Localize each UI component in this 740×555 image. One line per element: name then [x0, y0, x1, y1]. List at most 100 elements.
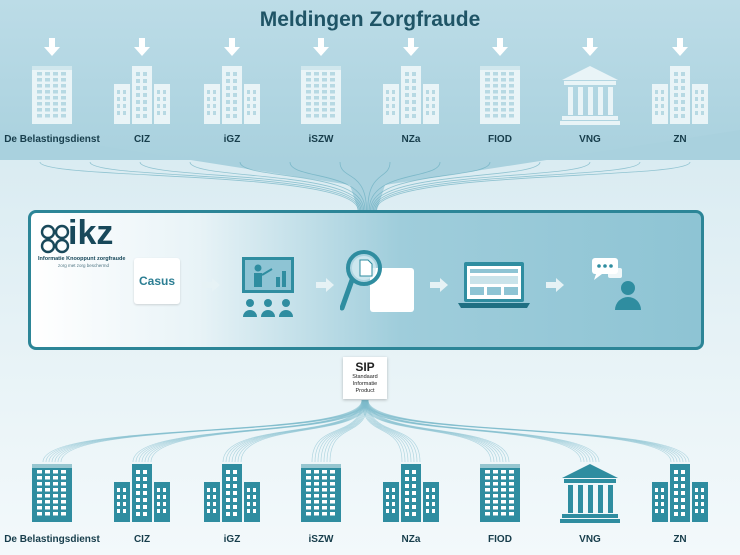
office-complex-icon [112, 462, 172, 529]
funnel-shape [0, 130, 740, 210]
funnel-line [289, 161, 366, 211]
source-org-ciz: CIZ [92, 36, 192, 151]
distribution-line [362, 399, 675, 463]
funnel-line [374, 161, 641, 211]
presentation-icon [242, 257, 294, 317]
down-arrow-icon [582, 38, 598, 56]
down-arrow-icon [44, 38, 60, 56]
sip-document: SIP Standaard Informatie Product [343, 357, 387, 399]
distribution-line [361, 399, 403, 463]
laptop-icon [458, 262, 530, 308]
office-building-icon [291, 462, 351, 529]
step-arrow-icon [430, 278, 448, 292]
office-complex-icon [650, 462, 710, 529]
distribution-line [363, 399, 588, 463]
source-org-fiod: FIOD [450, 36, 550, 151]
source-org-igz: iGZ [182, 36, 282, 151]
recipient-org-ciz: CIZ [92, 462, 192, 552]
recipient-org-label: NZa [401, 534, 421, 545]
office-building-icon [291, 64, 351, 131]
source-org-label: VNG [579, 134, 601, 145]
recipient-org-vng: VNG [540, 462, 640, 552]
magnifier-document-icon [340, 250, 414, 312]
recipient-org-label: ZN [673, 534, 687, 545]
funnel-line [239, 161, 364, 211]
recipient-org-label: CIZ [133, 534, 151, 545]
funnel-line [367, 161, 391, 211]
logo-mark: ikz [68, 214, 114, 252]
source-org-vng: VNG [540, 36, 640, 151]
source-org-label: NZa [401, 134, 421, 145]
funnel-line [89, 161, 360, 211]
office-building-icon [22, 462, 82, 529]
distribution-line [361, 399, 672, 463]
recipient-org-zn: ZN [630, 462, 730, 552]
distribution-line [311, 399, 363, 463]
distribution-line [362, 399, 406, 463]
down-arrow-icon [672, 38, 688, 56]
office-complex-icon [202, 462, 262, 529]
distribution-line [363, 399, 678, 463]
recipient-org-label: FIOD [488, 534, 512, 545]
recipient-org-label: iSZW [308, 534, 334, 545]
down-arrow-icon [403, 38, 419, 56]
distribution-line [361, 399, 582, 463]
source-org-label: iGZ [223, 134, 241, 145]
distribution-line [362, 399, 495, 463]
office-complex-icon [112, 64, 172, 131]
clover-logo-icon [40, 224, 70, 254]
sip-title: SIP [355, 360, 375, 374]
distribution-line [314, 399, 364, 463]
distribution-line [361, 399, 492, 463]
chat-user-icon [592, 258, 641, 310]
source-org-label: De Belastingsdienst [4, 134, 100, 145]
page-title: Meldingen Zorgfraude [259, 8, 481, 31]
sip-description: Standaard Informatie Product [352, 374, 378, 394]
down-arrow-icon [224, 38, 240, 56]
source-org-label: iSZW [308, 134, 334, 145]
office-complex-icon [650, 64, 710, 131]
step-arrow-icon [202, 278, 220, 292]
funnel-line [371, 161, 541, 211]
government-building-icon [560, 64, 620, 131]
office-complex-icon [381, 64, 441, 131]
office-building-icon [470, 462, 530, 529]
distribution-line [144, 399, 367, 463]
funnel-line [189, 161, 363, 211]
source-org-label: ZN [673, 134, 687, 145]
source-org-label: CIZ [133, 134, 151, 145]
casus-card: Casus [134, 258, 180, 304]
funnel-line [339, 161, 367, 211]
logo-subtagline: zorg met zorg beschermd [58, 263, 110, 268]
funnel-line [368, 161, 441, 211]
logo-tagline: Informatie Knooppunt zorgfraude [38, 256, 126, 262]
funnel-line [375, 161, 691, 211]
recipient-org-igz: iGZ [182, 462, 282, 552]
source-org-de-belastingsdienst: De Belastingsdienst [2, 36, 102, 151]
recipient-org-label: De Belastingsdienst [4, 534, 100, 545]
funnel-line [370, 161, 491, 211]
down-arrow-icon [134, 38, 150, 56]
distribution-line [367, 399, 690, 463]
recipient-org-iszw: iSZW [271, 462, 371, 552]
office-building-icon [470, 64, 530, 131]
distribution-line [147, 399, 368, 463]
recipient-org-fiod: FIOD [450, 462, 550, 552]
source-org-zn: ZN [630, 36, 730, 151]
source-org-nza: NZa [361, 36, 461, 151]
office-building-icon [22, 64, 82, 131]
recipient-org-de-belastingsdienst: De Belastingsdienst [2, 462, 102, 552]
government-building-icon [560, 462, 620, 529]
down-arrow-icon [313, 38, 329, 56]
recipient-org-label: iGZ [223, 534, 241, 545]
office-complex-icon [202, 64, 262, 131]
down-arrow-icon [492, 38, 508, 56]
distribution-line [317, 399, 365, 463]
funnel-line [373, 161, 591, 211]
funnel-line [139, 161, 362, 211]
step-arrow-icon [546, 278, 564, 292]
source-org-label: FIOD [488, 134, 512, 145]
distribution-line [240, 399, 369, 463]
distribution-line [363, 399, 409, 463]
